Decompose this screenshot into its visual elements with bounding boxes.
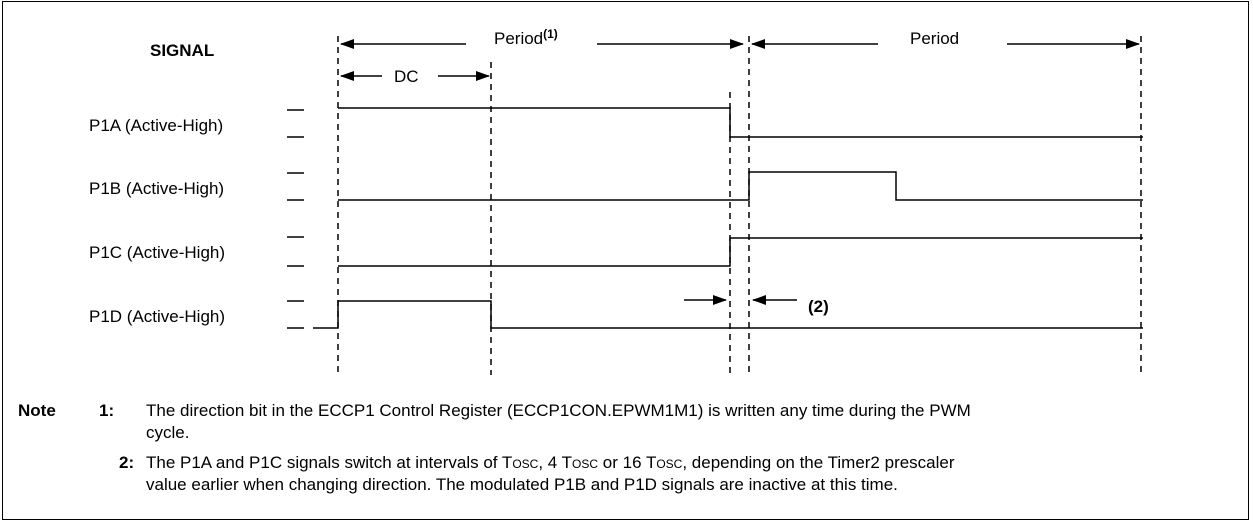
notes-label: Note xyxy=(18,401,56,420)
period-2-label: Period xyxy=(910,29,959,48)
period-1-arrow: Period(1) xyxy=(340,27,744,49)
time-markers xyxy=(337,36,1142,375)
waveform-p1a xyxy=(338,107,1143,138)
note-1-line-2: cycle. xyxy=(146,423,190,442)
waveform-p1d xyxy=(313,300,1143,329)
waveform-p1c xyxy=(338,237,1143,267)
period-1-note-ref: (1) xyxy=(543,27,558,41)
dc-label: DC xyxy=(394,67,419,86)
note-2-line-2: value earlier when changing direction. T… xyxy=(146,475,898,494)
note-2-number: 2: xyxy=(119,453,135,472)
note-2-line-1: The P1A and P1C signals switch at interv… xyxy=(146,453,955,472)
signal-header: SIGNAL xyxy=(150,41,214,60)
period-2-arrow: Period xyxy=(751,29,1140,49)
note-1-line-1: The direction bit in the ECCP1 Control R… xyxy=(146,401,971,420)
waveform-p1b xyxy=(338,171,1143,201)
duty-cycle-arrow: DC xyxy=(340,67,490,86)
level-ticks xyxy=(287,109,304,329)
signal-label-p1a: P1A (Active-High) xyxy=(89,116,223,135)
period-1-label: Period(1) xyxy=(494,27,558,48)
switch-note-ref: (2) xyxy=(808,297,829,316)
switch-interval-arrows: (2) xyxy=(684,295,829,316)
signal-label-p1c: P1C (Active-High) xyxy=(89,243,225,262)
signal-label-p1b: P1B (Active-High) xyxy=(89,179,224,198)
signal-label-p1d: P1D (Active-High) xyxy=(89,307,225,326)
note-1-number: 1: xyxy=(99,401,115,420)
